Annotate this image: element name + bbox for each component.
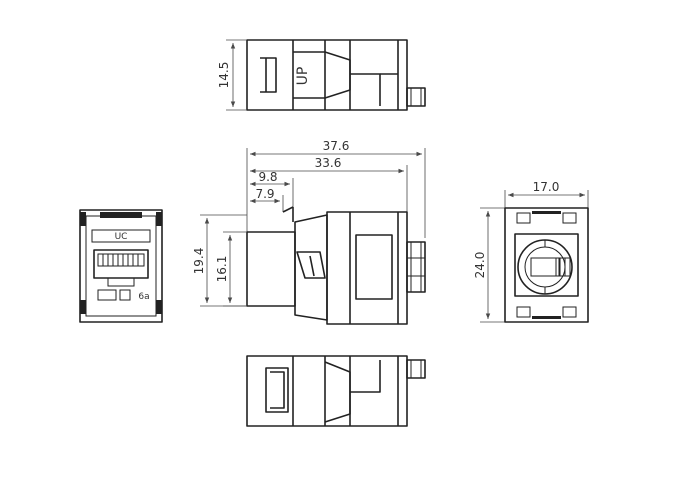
dim-length-overall: 37.6 [323, 139, 350, 153]
side-view: 37.6 33.6 9.8 7.9 19.4 [192, 139, 426, 325]
up-marking: UP [295, 67, 311, 86]
front-marking: UC [115, 232, 128, 242]
category-marking: 6a [138, 292, 149, 302]
dim-offset-a: 9.8 [258, 170, 277, 184]
rear-view: 17.0 24.0 [473, 180, 589, 323]
dim-height-top-view: 14.5 [217, 62, 231, 89]
dim-width-rear: 17.0 [533, 180, 560, 194]
bottom-view [246, 355, 426, 427]
dim-length-body: 33.6 [315, 156, 342, 170]
top-view: UP 14.5 [217, 39, 426, 111]
dim-offset-b: 7.9 [255, 187, 274, 201]
dim-height-overall: 19.4 [192, 248, 206, 275]
dim-height-rear: 24.0 [473, 252, 487, 279]
dim-height-inner: 16.1 [215, 256, 229, 283]
front-view: UC 6a [79, 209, 163, 323]
